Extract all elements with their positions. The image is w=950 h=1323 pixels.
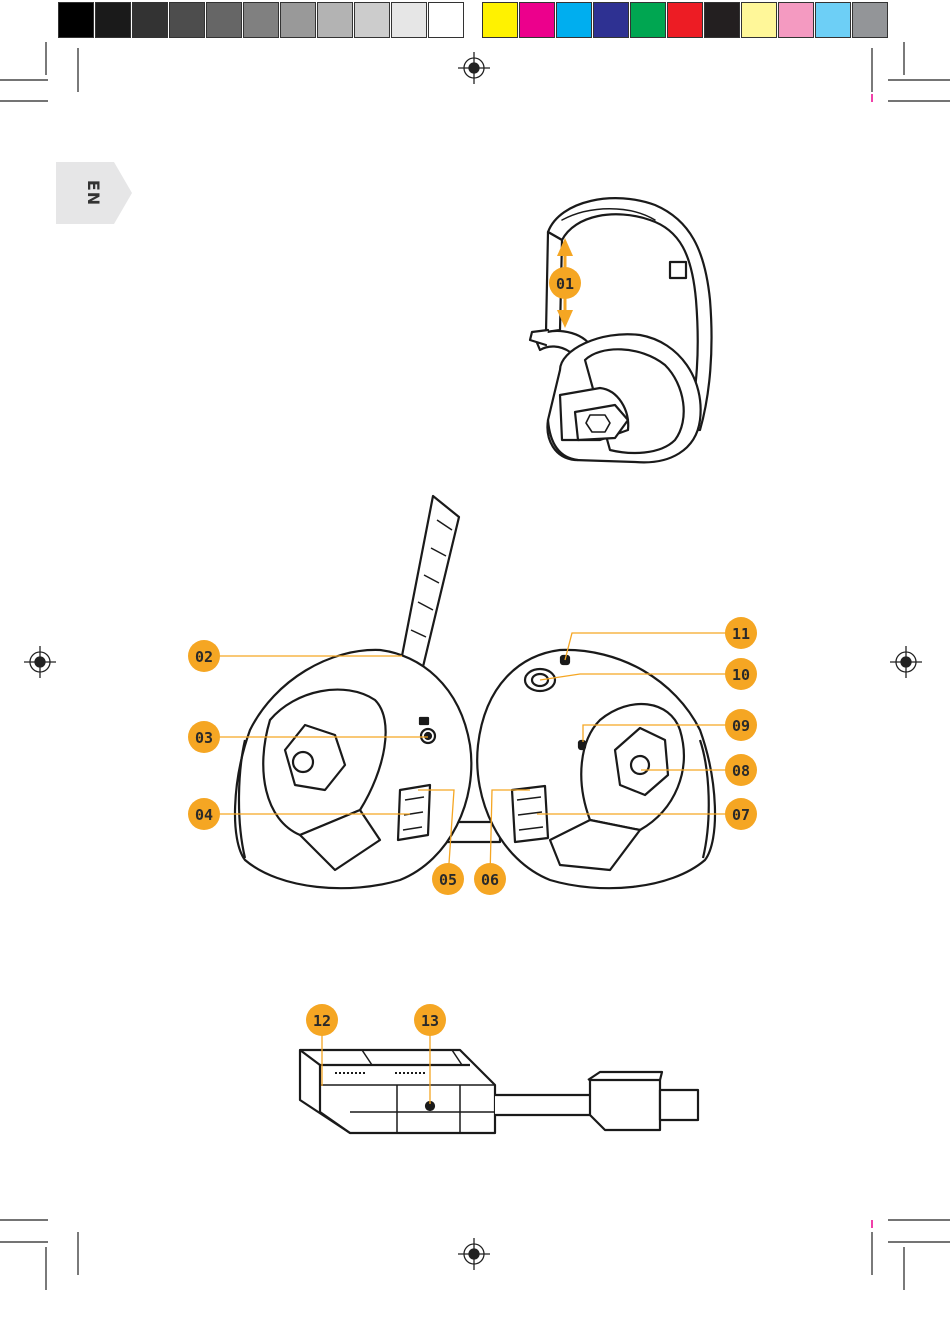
svg-text:08: 08 [732, 762, 750, 780]
callout-08: 08 [725, 754, 757, 786]
svg-text:10: 10 [732, 666, 750, 684]
svg-text:04: 04 [195, 806, 213, 824]
svg-text:05: 05 [439, 871, 457, 889]
registration-mark-right [890, 646, 922, 678]
registration-mark-top [458, 52, 490, 84]
callout-13: 13 [414, 1004, 446, 1036]
svg-text:07: 07 [732, 806, 750, 824]
usb-dongle-illustration [300, 1050, 698, 1133]
headset-earcups-illustration [235, 496, 715, 888]
svg-text:11: 11 [732, 625, 750, 643]
callout-04: 04 [188, 798, 220, 830]
callout-11: 11 [725, 617, 757, 649]
callout-07: 07 [725, 798, 757, 830]
callout-10: 10 [725, 658, 757, 690]
callout-12: 12 [306, 1004, 338, 1036]
callout-05: 05 [432, 863, 464, 895]
svg-text:12: 12 [313, 1012, 331, 1030]
headset-side-illustration [530, 198, 712, 462]
callout-06: 06 [474, 863, 506, 895]
callout-09: 09 [725, 709, 757, 741]
registration-mark-bottom [458, 1238, 490, 1270]
callout-02: 02 [188, 640, 220, 672]
svg-text:01: 01 [556, 275, 574, 293]
callout-03: 03 [188, 721, 220, 753]
svg-text:13: 13 [421, 1012, 439, 1030]
svg-text:09: 09 [732, 717, 750, 735]
svg-text:06: 06 [481, 871, 499, 889]
registration-mark-left [24, 646, 56, 678]
svg-text:02: 02 [195, 648, 213, 666]
svg-text:03: 03 [195, 729, 213, 747]
callout-01: 01 [549, 267, 581, 299]
